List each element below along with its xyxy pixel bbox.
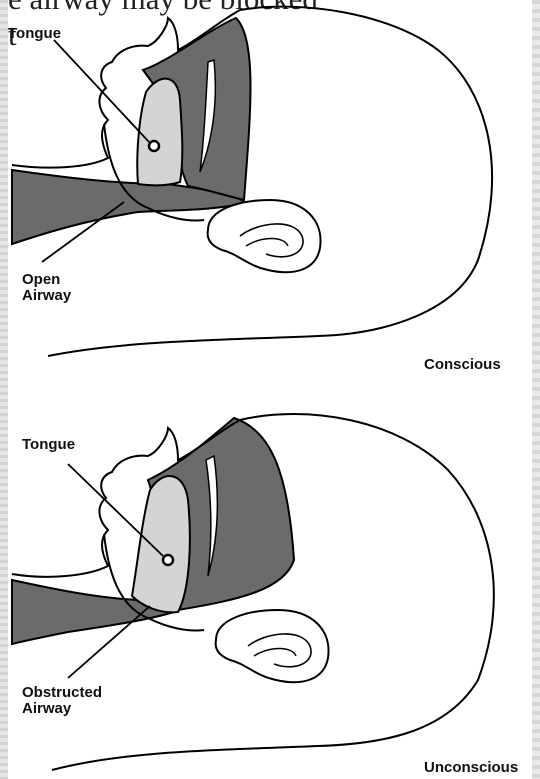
unconscious-tongue-label: Tongue bbox=[22, 437, 75, 453]
conscious-ear bbox=[208, 200, 321, 272]
unconscious-airway-label: Obstructed Airway bbox=[22, 685, 102, 717]
image-frame-left bbox=[0, 0, 8, 779]
unconscious-airway-label-line1: Obstructed bbox=[22, 684, 102, 701]
airway-diagram bbox=[8, 0, 532, 779]
unconscious-airway-label-line2: Airway bbox=[22, 700, 71, 717]
unconscious-tongue bbox=[132, 476, 190, 612]
conscious-state-label: Conscious bbox=[424, 357, 501, 373]
conscious-tongue bbox=[137, 79, 182, 186]
unconscious-tongue-marker bbox=[163, 555, 173, 565]
conscious-airway-label: Open Airway bbox=[22, 272, 71, 304]
conscious-head-illustration bbox=[12, 7, 492, 356]
conscious-tongue-marker bbox=[149, 141, 159, 151]
unconscious-ear bbox=[216, 610, 329, 682]
conscious-airway-label-line2: Airway bbox=[22, 287, 71, 304]
conscious-airway-label-line1: Open bbox=[22, 271, 60, 288]
conscious-tongue-leader bbox=[54, 40, 149, 142]
unconscious-state-label: Unconscious bbox=[424, 760, 518, 776]
image-frame-right bbox=[532, 0, 540, 779]
conscious-tongue-label: Tongue bbox=[8, 26, 61, 42]
